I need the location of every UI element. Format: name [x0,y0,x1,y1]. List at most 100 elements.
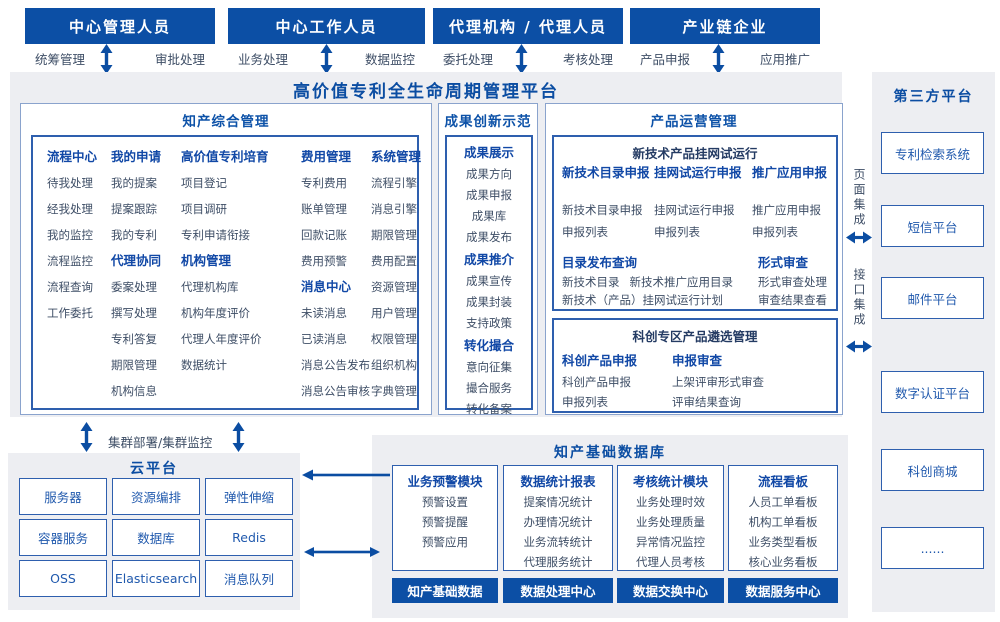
menu-item: 转化备案 [466,402,512,416]
group-header: 业务预警模块 [407,474,483,489]
menu-item: 业务类型看板 [748,535,818,549]
menu-item: 预警应用 [422,535,468,549]
cloud-title: 云平台 [130,461,178,477]
menu-item: 申报列表 [562,395,608,409]
footer-ip-base-data: 知产基础数据 [392,578,498,603]
module-business-warning: 业务预警模块预警设置预警提醒预警应用 [392,465,498,571]
module-assessment-statistics: 考核统计模块业务处理时效业务处理质量异常情况监控代理人员考核 [617,465,724,571]
database-title: 知产基础数据库 [554,445,666,461]
menu-item: 意向征集 [466,360,512,374]
menu-item: 回款记账 [301,228,347,242]
group-header: 挂网试运行申报 [654,165,742,180]
cloud-service-box: Elasticsearch [112,560,200,597]
role-action-label: 应用推广 [759,52,810,67]
menu-item: 专利申请衔接 [181,228,250,242]
menu-item: 撰写处理 [111,306,157,320]
group-declare-review: 申报审查上架评审形式审查评审结果查询 [672,350,764,412]
menu-item: 支持政策 [466,316,512,330]
cloud-service-box: 资源编排 [112,478,200,515]
menu-item: 费用预警 [301,254,347,268]
menu-item: 消息引擎 [371,202,417,216]
group-trial-run: 挂网试运行申报挂网试运行申报申报列表 [654,165,746,243]
menu-item: 成果宣传 [466,274,512,288]
menu-item: 成果发布 [466,230,512,244]
menu-item: 费用配置 [371,254,417,268]
achievement-menu-column: 成果展示成果方向成果申报成果库成果发布成果推介成果宣传成果封装支持政策转化撮合意… [447,141,531,420]
menu-item: 组织机构 [371,358,417,372]
footer-data-service-center: 数据服务中心 [728,578,838,603]
menu-item: 挂网试运行申报 [654,203,735,217]
section-title: 知产综合管理 [182,114,270,130]
ip-management-inner-box: 流程中心待我处理经我处理我的监控流程监控流程查询工作委托 我的申请我的提案提案跟… [31,135,422,410]
role-labels-1: 统筹管理 审批处理 [25,49,215,69]
section-title: 产品运营管理 [650,114,738,130]
group-header: 费用管理 [301,149,352,164]
menu-item: 上架评审形式审查 [672,375,764,389]
group-header: 我的申请 [111,149,162,164]
menu-item: 委案处理 [111,280,157,294]
group-header: 流程看板 [757,474,808,489]
menu-item: 权限管理 [371,332,417,346]
vertical-double-arrow-icon [712,44,725,74]
menu-item: 成果封装 [466,295,512,309]
menu-item: 项目调研 [181,202,227,216]
achievement-inner-box: 成果展示成果方向成果申报成果库成果发布成果推介成果宣传成果封装支持政策转化撮合意… [445,135,533,416]
vertical-double-arrow-icon [320,44,333,74]
menu-item: 工作委托 [47,306,93,320]
menu-item: 评审结果查询 [672,395,741,409]
section-achievement-demo: 成果创新示范 成果展示成果方向成果申报成果库成果发布成果推介成果宣传成果封装支持… [438,103,538,416]
role-action-label: 委托处理 [443,52,494,67]
menu-column-process-center: 流程中心待我处理经我处理我的监控流程监控流程查询工作委托 [47,144,97,326]
role-box-industry-chain: 产业链企业 [630,8,820,44]
menu-item: 成果方向 [466,167,512,181]
menu-item: 流程引擎 [371,176,417,190]
role-action-label: 数据监控 [364,52,415,67]
menu-item: 专利费用 [301,176,347,190]
menu-item: 异常情况监控 [636,535,705,549]
menu-item: 提案跟踪 [111,202,157,216]
menu-item: 新技术目录 [562,275,620,289]
menu-item: 代理机构库 [181,280,239,294]
sub-box-title: 新技术产品挂网试运行 [632,146,758,161]
menu-item: 形式审查处理 [758,275,827,289]
group-header: 消息中心 [301,279,352,294]
group-header: 成果展示 [463,145,514,160]
module-statistics-report: 数据统计报表提案情况统计办理情况统计业务流转统计代理服务统计 [503,465,613,571]
group-promotion-application: 推广应用申报推广应用申报申报列表 [752,165,844,243]
role-action-label: 审批处理 [154,52,205,67]
sub-box-sci-tech-selection: 科创专区产品遴选管理 科创产品申报科创产品申报申报列表 申报审查上架评审形式审查… [552,318,838,413]
third-party-box: 短信平台 [881,205,984,247]
role-action-label: 统筹管理 [35,52,86,67]
menu-item: 机构工单看板 [748,515,818,529]
horizontal-double-arrow-icon [304,546,380,558]
role-box-center-manager: 中心管理人员 [25,8,215,44]
cloud-service-box: 消息队列 [205,560,293,597]
group-sci-product-declare: 科创产品申报科创产品申报申报列表 [562,350,637,412]
group-formal-review: 形式审查形式审查处理审查结果查看 [758,253,827,309]
role-box-agency: 代理机构 / 代理人员 [433,8,623,44]
module-process-board: 流程看板人员工单看板机构工单看板业务类型看板核心业务看板 [728,465,838,571]
menu-item: 业务处理时效 [636,495,705,509]
menu-item: 流程监控 [47,254,93,268]
menu-item: 成果申报 [466,188,512,202]
menu-item: 待我处理 [47,176,93,190]
cloud-service-box: 弹性伸缩 [205,478,293,515]
menu-item: 消息公告发布 [301,358,370,372]
vertical-double-arrow-icon [515,44,528,74]
menu-item: 预警提醒 [422,515,468,529]
menu-column-patent-cultivation: 高价值专利培育项目登记项目调研专利申请衔接机构管理代理机构库机构年度评价代理人年… [181,144,269,378]
group-header: 成果推介 [463,252,514,267]
menu-item: 账单管理 [301,202,347,216]
menu-item: 消息公告审核 [301,384,370,398]
menu-item: 机构年度评价 [181,306,250,320]
group-header: 推广应用申报 [752,165,828,180]
menu-item: 专利答复 [111,332,157,346]
menu-column-fee-management: 费用管理专利费用账单管理回款记账费用预警消息中心未读消息已读消息消息公告发布消息… [301,144,370,404]
menu-item: 推广应用申报 [752,203,821,217]
group-header: 系统管理 [371,149,422,164]
third-party-box: 专利检索系统 [881,132,984,174]
menu-item: 办理情况统计 [523,515,593,529]
group-header: 高价值专利培育 [181,149,269,164]
